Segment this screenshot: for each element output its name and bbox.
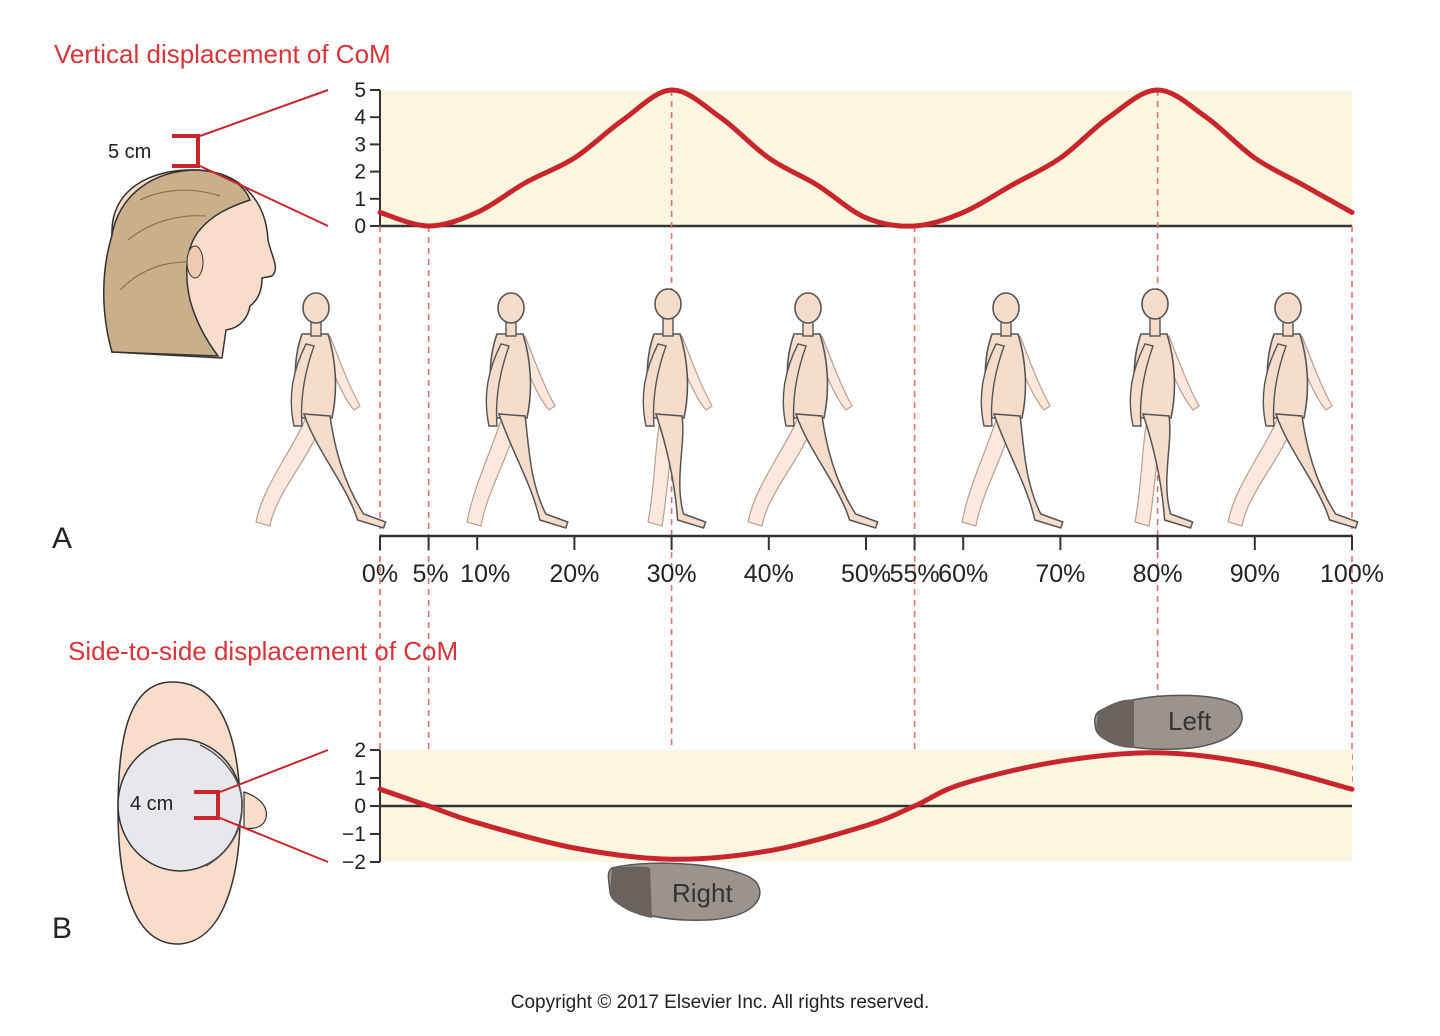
gait-tick-label: 80% [1133,560,1183,588]
panel-a-y-tick-label: 5 [354,79,366,102]
copyright: Copyright © 2017 Elsevier Inc. All right… [511,992,929,1013]
gait-tick-label: 50% [841,560,891,588]
walking-figure [1227,292,1359,529]
panel-a-title: Vertical displacement of CoM [54,39,391,69]
walking-figure [747,292,879,529]
panel-a-y-tick-label: 1 [354,188,366,211]
panel-b-label: B [52,912,72,945]
gait-tick-label: 100% [1320,560,1384,588]
panel-b-title: Side-to-side displacement of CoM [68,636,458,666]
panel-b-y-tick-label: −1 [342,823,366,846]
height-bracket-5cm [172,134,200,168]
walking-figure-sequence [255,288,1359,529]
bracket-link-bottom [199,165,329,227]
footprint-right: Right [607,862,761,921]
panel-a-band [380,90,1352,226]
panel-b-y-tick-label: 0 [354,795,366,818]
walking-figure [961,292,1064,529]
walking-figure [642,288,713,529]
gait-tick-label: 0% [362,560,398,588]
measure-4cm: 4 cm [130,793,173,815]
gait-tick-label: 30% [647,560,697,588]
gait-tick-label: 55% [890,560,940,588]
gait-tick-label: 40% [744,560,794,588]
head-top-view-illustration [117,681,267,945]
walking-figure [255,292,387,529]
panel-b-y-tick-label: 1 [354,767,366,790]
gait-tick-label: 20% [549,560,599,588]
footprint-right-label: Right [672,878,733,908]
bracket-b-link-top [219,749,329,793]
panel-a-y-tick-label: 0 [354,215,366,238]
gait-tick-label: 10% [460,560,510,588]
bracket-link-top [199,89,329,137]
panel-b-y-tick-label: −2 [342,851,366,874]
gait-tick-label: 70% [1035,560,1085,588]
vertical-com-curve [377,87,1355,229]
walking-figure [1129,288,1200,529]
panel-a-y-tick-label: 2 [354,161,366,184]
gait-tick-label: 5% [413,560,449,588]
panel-a-axes: 0 1 2 3 4 5 [354,79,1353,238]
width-bracket-4cm [194,790,220,820]
footprint-left: Left [1093,694,1243,750]
gait-tick-label: 60% [938,560,988,588]
panel-a-label: A [52,522,72,555]
measure-5cm: 5 cm [108,141,151,163]
bracket-b-link-bottom [219,817,329,863]
panel-b-axes: −2 −1 0 1 2 [342,739,1353,874]
panel-b-y-tick-label: 2 [354,739,366,762]
footprint-left-label: Left [1168,706,1212,736]
panel-a-y-tick-label: 4 [354,106,366,129]
panel-a-y-tick-label: 3 [354,133,366,156]
head-side-view-illustration [103,169,277,359]
gait-cycle-axis: 0% 5% 10% 20% 30% 40% 50%55%60% 70% 80% 90% 100% [362,534,1384,588]
gait-tick-label: 90% [1230,560,1280,588]
walking-figure [466,292,569,529]
side-to-side-com-curve [377,750,1355,862]
